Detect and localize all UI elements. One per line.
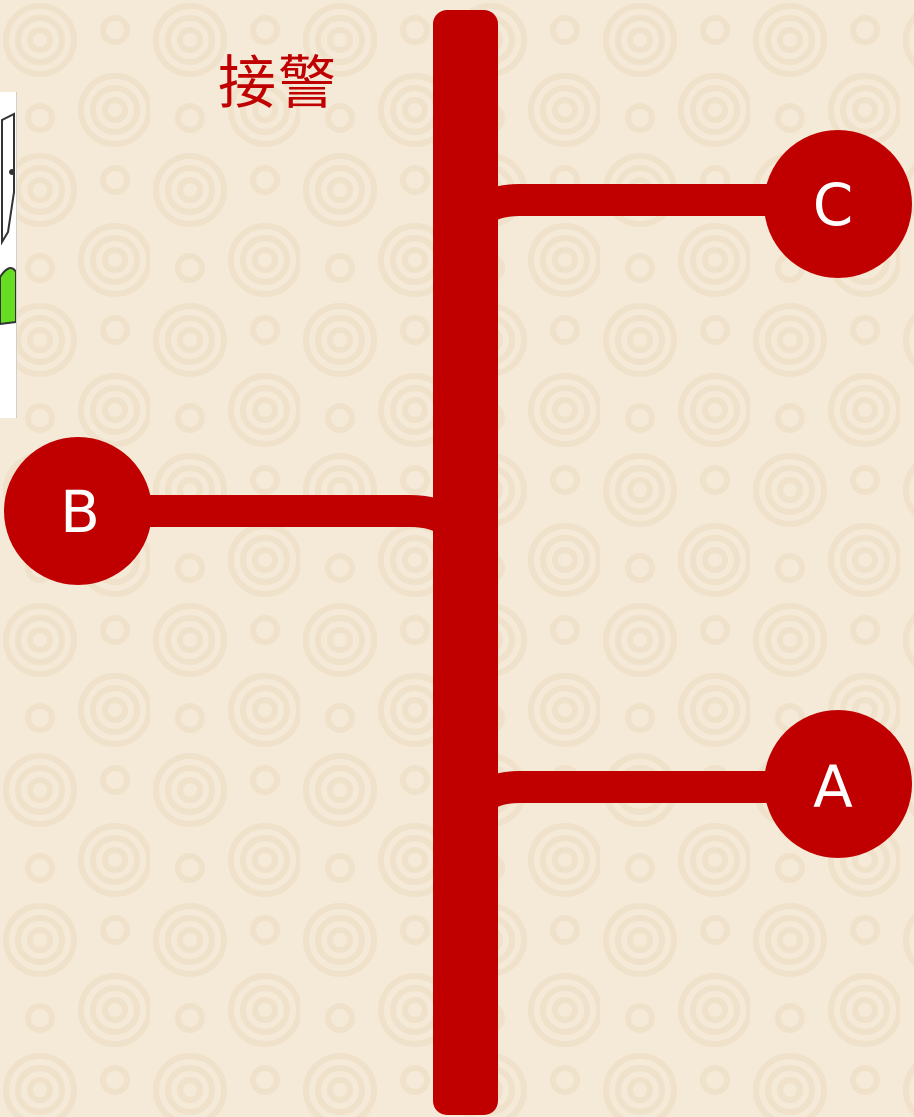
node-a-label: A	[813, 753, 853, 821]
node-b[interactable]: B	[4, 437, 152, 585]
node-c[interactable]: C	[764, 130, 912, 278]
connector-b	[120, 511, 466, 565]
connector-a	[466, 787, 800, 840]
node-a[interactable]: A	[764, 710, 912, 858]
connector-c	[466, 200, 800, 250]
node-c-label: C	[813, 171, 854, 239]
node-b-label: B	[60, 478, 100, 546]
